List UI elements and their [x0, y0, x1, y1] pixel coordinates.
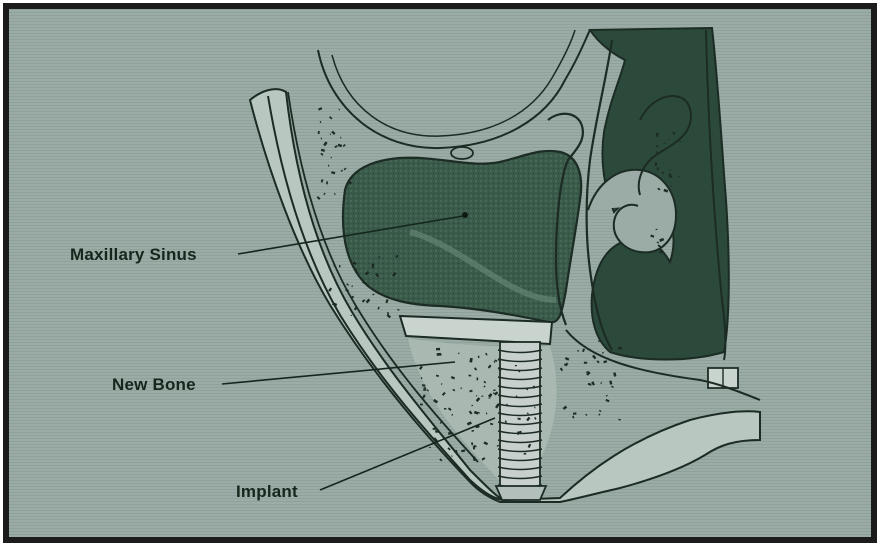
- sinus-pointer-dot: [462, 212, 468, 218]
- label-implant: Implant: [236, 482, 298, 501]
- label-new-bone: New Bone: [112, 375, 196, 394]
- implant-screw: [496, 342, 546, 500]
- label-maxillary-sinus: Maxillary Sinus: [70, 245, 197, 264]
